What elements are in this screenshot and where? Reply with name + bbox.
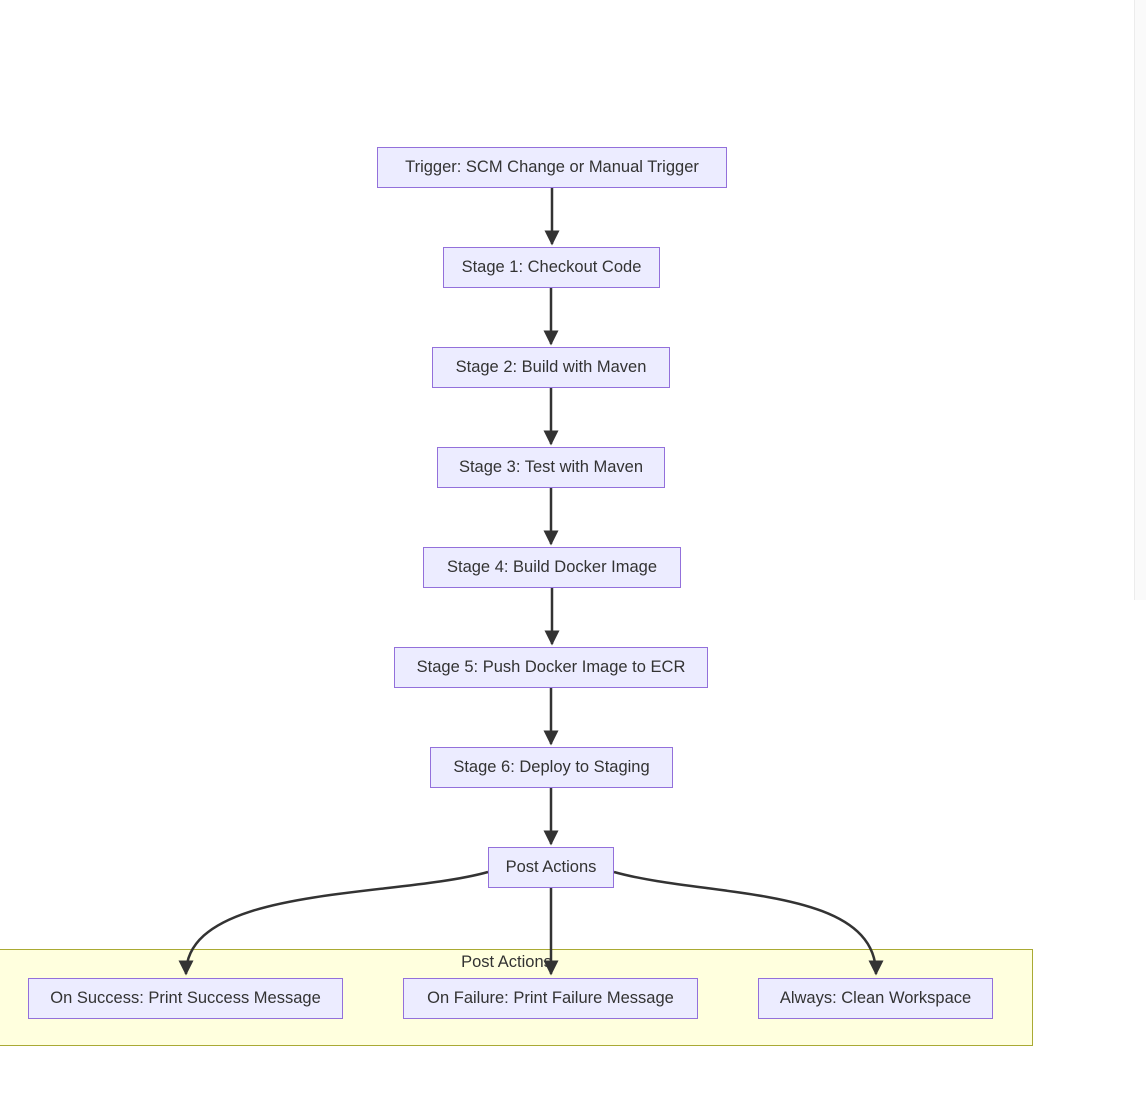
node-on-success: On Success: Print Success Message — [28, 978, 343, 1019]
node-stage4-build-docker: Stage 4: Build Docker Image — [423, 547, 681, 588]
node-stage6-deploy-staging: Stage 6: Deploy to Staging — [430, 747, 673, 788]
node-post-actions: Post Actions — [488, 847, 614, 888]
cluster-post-actions-label: Post Actions — [461, 953, 552, 971]
node-trigger: Trigger: SCM Change or Manual Trigger — [377, 147, 727, 188]
node-on-failure: On Failure: Print Failure Message — [403, 978, 698, 1019]
node-stage3-test-maven: Stage 3: Test with Maven — [437, 447, 665, 488]
scrollbar-track[interactable] — [1134, 0, 1146, 600]
node-stage2-build-maven: Stage 2: Build with Maven — [432, 347, 670, 388]
node-stage5-push-ecr: Stage 5: Push Docker Image to ECR — [394, 647, 708, 688]
node-always-clean: Always: Clean Workspace — [758, 978, 993, 1019]
node-stage1-checkout: Stage 1: Checkout Code — [443, 247, 660, 288]
